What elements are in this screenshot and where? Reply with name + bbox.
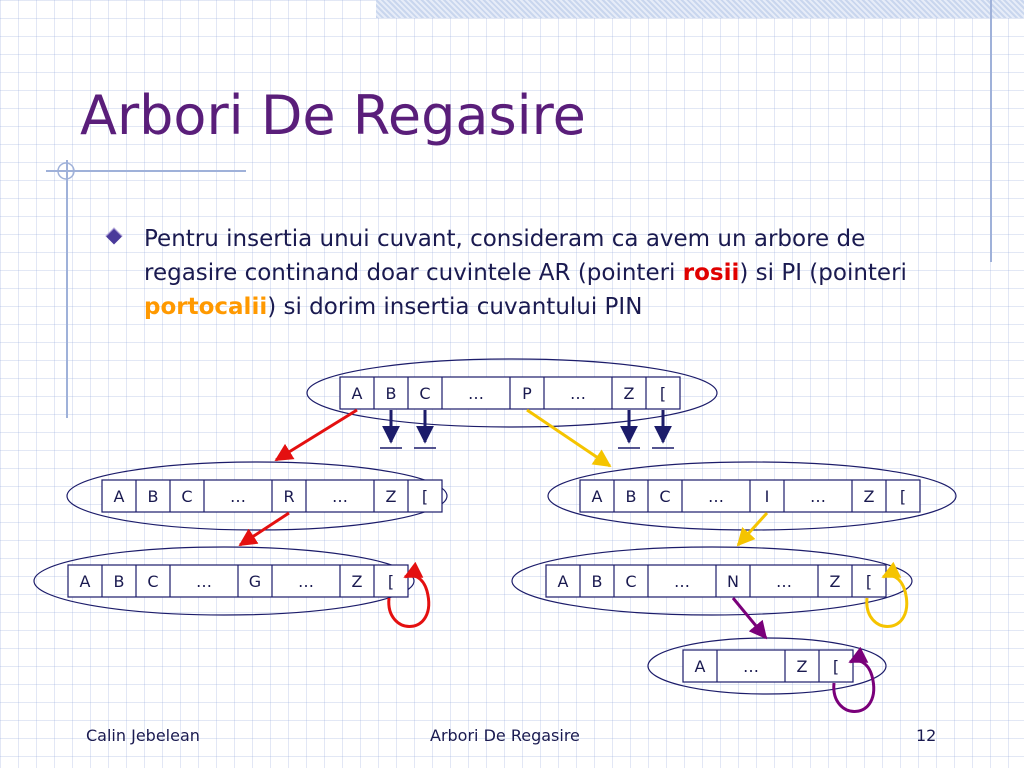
node-cell-label-node-pi-5: …: [776, 572, 792, 591]
red-pointer-arrow-a: [274, 408, 358, 462]
bullet-word-orange: portocalii: [144, 294, 268, 320]
node-cell-label-node-p-7: [: [900, 487, 906, 506]
decor-vertical-line-left: [66, 160, 68, 418]
node-cell-label-node-p-1: B: [626, 487, 637, 506]
slide-title: Arbori De Regasire: [80, 84, 586, 147]
node-cell-label-root-1: B: [386, 384, 397, 403]
purple-end-of-word-loop: [832, 646, 876, 713]
node-cell-label-node-pin-0: A: [695, 657, 706, 676]
node-cell-label-node-ar-5: …: [298, 572, 314, 591]
node-cell-label-node-a-5: …: [332, 487, 348, 506]
node-ellipse-node-ar: [33, 546, 415, 616]
node-cell-label-node-p-2: C: [659, 487, 670, 506]
bullet-word-red: rosii: [682, 260, 740, 286]
node-cell-label-root-0: A: [352, 384, 363, 403]
decor-vertical-line-right: [990, 0, 992, 262]
node-cell-label-node-a-0: A: [114, 487, 125, 506]
node-cell-label-node-pin-2: Z: [797, 657, 808, 676]
bullet-text-part2: ) si PI (pointeri: [739, 260, 907, 286]
node-cell-label-node-ar-3: …: [196, 572, 212, 591]
node-cell-label-node-a-1: B: [148, 487, 159, 506]
node-cell-label-node-ar-2: C: [147, 572, 158, 591]
orange-pointer-arrow-p: [526, 408, 612, 468]
node-ellipse-node-pi: [511, 546, 913, 616]
node-cell-label-node-ar-1: B: [114, 572, 125, 591]
node-cell-label-root-5: …: [570, 384, 586, 403]
node-cell-label-node-pi-4: N: [727, 572, 739, 591]
node-cell-label-node-pin-1: …: [743, 657, 759, 676]
node-ellipse-root: [306, 358, 718, 428]
node-cell-label-node-pi-0: A: [558, 572, 569, 591]
red-end-of-word-loop: [387, 561, 431, 628]
node-cell-label-node-a-2: C: [181, 487, 192, 506]
orange-end-of-word-loop: [865, 561, 909, 628]
bullet-item: Pentru insertia unui cuvant, consideram …: [105, 222, 948, 324]
node-cell-label-node-a-4: R: [283, 487, 294, 506]
bullet-text-part1: Pentru insertia unui cuvant, consideram …: [144, 226, 866, 286]
orange-pointer-arrow-i: [736, 511, 769, 547]
node-cell-label-node-pin-3: [: [833, 657, 839, 676]
node-cell-label-root-6: Z: [624, 384, 635, 403]
footer-author: Calin Jebelean: [86, 726, 200, 745]
node-cell-label-node-p-6: Z: [864, 487, 875, 506]
node-cell-label-node-pi-7: [: [866, 572, 872, 591]
node-cell-label-root-2: C: [419, 384, 430, 403]
node-cell-label-node-a-3: …: [230, 487, 246, 506]
node-cell-label-node-a-7: [: [422, 487, 428, 506]
node-cell-label-node-ar-6: Z: [352, 572, 363, 591]
footer-title: Arbori De Regasire: [430, 726, 580, 745]
node-cell-label-root-7: [: [660, 384, 666, 403]
node-cell-label-node-ar-0: A: [80, 572, 91, 591]
purple-pointer-arrow-n: [731, 597, 768, 640]
node-cell-label-node-a-6: Z: [386, 487, 397, 506]
header-pattern-band: [376, 0, 1024, 18]
node-cell-label-node-pi-6: Z: [830, 572, 841, 591]
node-cell-label-node-pi-3: …: [674, 572, 690, 591]
bullet-text: Pentru insertia unui cuvant, consideram …: [144, 222, 948, 324]
node-box-node-pin: [682, 649, 854, 683]
node-cell-label-node-p-4: I: [765, 487, 770, 506]
bullet-text-part3: ) si dorim insertia cuvantului PIN: [267, 294, 643, 320]
node-cell-label-node-ar-4: G: [249, 572, 261, 591]
node-cell-label-root-4: P: [522, 384, 532, 403]
red-pointer-arrow-r: [238, 511, 290, 547]
node-cell-label-node-p-5: …: [810, 487, 826, 506]
node-cell-label-node-p-3: …: [708, 487, 724, 506]
node-cell-label-node-pi-2: C: [625, 572, 636, 591]
node-cell-label-node-ar-7: [: [388, 572, 394, 591]
node-cell-label-node-pi-1: B: [592, 572, 603, 591]
node-cell-label-node-p-0: A: [592, 487, 603, 506]
decor-horizontal-line: [46, 170, 246, 172]
footer-page-number: 12: [916, 726, 937, 745]
node-cell-label-root-3: …: [468, 384, 484, 403]
decor-crosshair-circle: [57, 162, 75, 180]
